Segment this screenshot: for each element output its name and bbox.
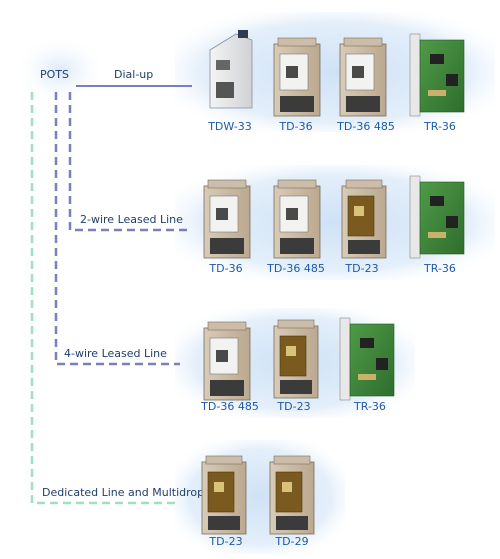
device-tr-36-a	[410, 34, 464, 116]
dedicated-line	[32, 92, 180, 503]
label-td-23-a: TD-23	[344, 262, 378, 275]
device-td-23-b	[274, 320, 318, 398]
label-td-36-a: TD-36	[278, 120, 312, 133]
four-wire-line	[56, 92, 180, 364]
label-td-29: TD-29	[274, 535, 308, 548]
label-tr-36-b: TR-36	[423, 262, 456, 275]
device-tr-36-b	[410, 176, 464, 258]
label-td-36-485-b: TD-36 485	[266, 262, 325, 275]
dialup-label: Dial-up	[114, 68, 153, 81]
two-wire-line	[70, 92, 190, 230]
label-td-36-b: TD-36	[208, 262, 242, 275]
label-td-23-b: TD-23	[276, 400, 310, 413]
dedicated-label: Dedicated Line and Multidrop	[42, 486, 204, 499]
pots-label: POTS	[40, 68, 69, 81]
device-td-36-485-c	[204, 322, 250, 400]
label-td-36-485-a: TD-36 485	[336, 120, 395, 133]
label-tdw-33: TDW-33	[207, 120, 252, 133]
device-td-36-485-a	[340, 38, 386, 116]
device-td-23-a	[342, 180, 386, 258]
device-td-23-c	[202, 456, 246, 534]
four-wire-label: 4-wire Leased Line	[64, 347, 167, 360]
label-tr-36-a: TR-36	[423, 120, 456, 133]
label-td-23-c: TD-23	[208, 535, 242, 548]
two-wire-label: 2-wire Leased Line	[80, 213, 183, 226]
connection-lines	[32, 86, 192, 503]
label-tr-36-c: TR-36	[353, 400, 386, 413]
device-tr-36-c	[340, 318, 394, 400]
device-td-36-a	[274, 38, 320, 116]
device-td-36-b	[204, 180, 250, 258]
device-td-36-485-b	[274, 180, 320, 258]
device-td-29	[270, 456, 314, 534]
label-td-36-485-c: TD-36 485	[200, 400, 259, 413]
